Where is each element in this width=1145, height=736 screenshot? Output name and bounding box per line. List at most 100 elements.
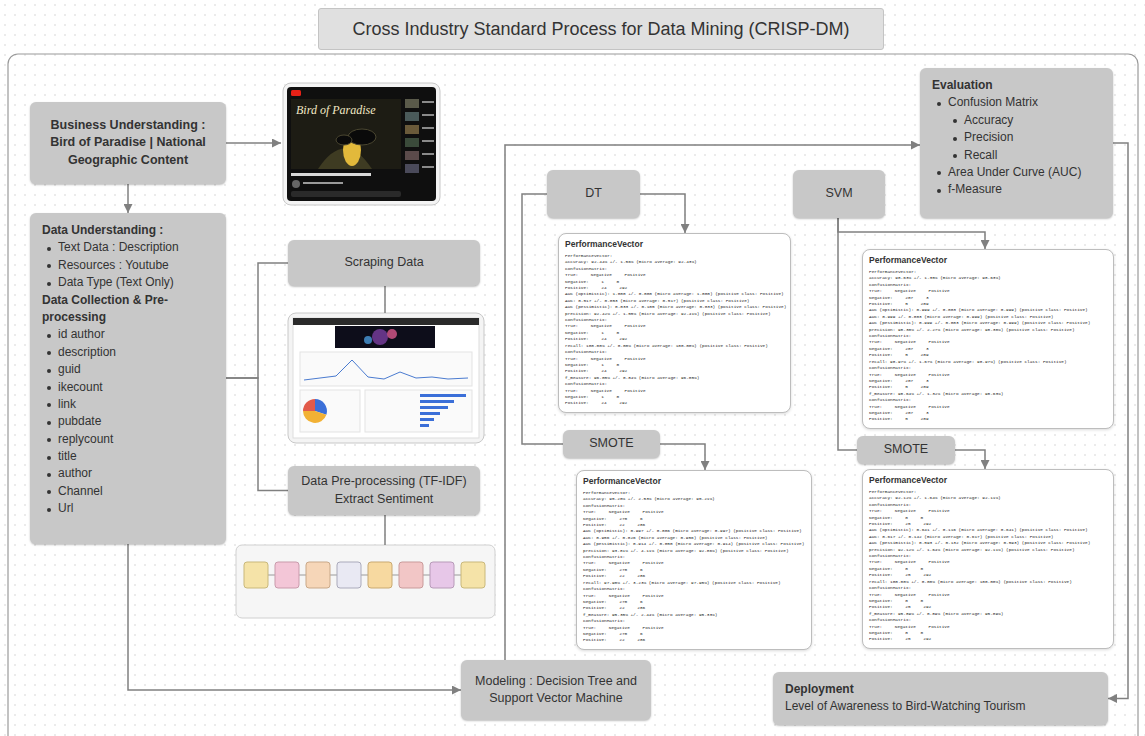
box-label: Business Understanding : [51, 117, 206, 135]
bullet-item: id author [42, 326, 214, 343]
result-line: True: Negative Positive [583, 625, 805, 631]
bullet-item: Channel [42, 483, 214, 500]
thumb-text-line [422, 101, 434, 103]
thumb-text-line [422, 140, 434, 142]
result-line: precision: 93.81% +/- 4.11% (micro avera… [583, 548, 805, 554]
dashboard-nav [293, 318, 479, 325]
box-label: DT [585, 185, 602, 203]
result-line: ConfusionMatrix: [565, 349, 784, 355]
result-line: True: Negative Positive [583, 509, 805, 515]
phase-list-box: Data Understanding :Text Data : Descript… [30, 213, 226, 544]
result-line: f_measure: 98.64% +/- 1.32% (micro avera… [869, 391, 1107, 397]
bullet-item: Confusion Matrix [932, 94, 1101, 111]
result-line: Negative: 207 3 [869, 378, 1107, 384]
phase-box: Modeling : Decision Tree and Support Vec… [461, 660, 651, 720]
screenshot-frame [288, 313, 484, 443]
thumbnail [405, 164, 419, 173]
result-line: AUC (optimistic): 1.000 +/- 0.000 (micro… [565, 291, 784, 297]
operator [430, 562, 454, 588]
chart-panel [365, 390, 472, 432]
result-line: ConfusionMatrix: [869, 553, 1107, 559]
result-line: ConfusionMatrix: [583, 554, 805, 560]
result-line: Negative: 1 0 [565, 330, 784, 336]
result-line: True: Negative Positive [869, 592, 1107, 598]
result-line: Positive: 25 292 [869, 572, 1107, 578]
result-line: AUC (pessimistic): 0.593 +/- 0.132 (micr… [869, 540, 1107, 546]
description-bar [291, 191, 401, 197]
screenshot-title: Bird of Paradise [296, 103, 376, 118]
result-line: True: Negative Positive [583, 593, 805, 599]
bird-cape [348, 129, 376, 145]
box-label: Data Pre-processing (TF-IDF) Extract Sen… [298, 473, 470, 508]
bullet-item: Accuracy [932, 112, 1101, 129]
bullet-item: title [42, 448, 214, 465]
result-line: Positive: 5 209 [869, 301, 1107, 307]
result-line: precision: 98.30% +/- 2.27% (micro avera… [869, 327, 1107, 333]
result-line: Positive: 24 292 [565, 368, 784, 374]
leader-arrow [226, 142, 281, 144]
result-line: accuracy: 95.20% +/- 2.53% (micro averag… [583, 496, 805, 502]
result-line: Negative: 270 6 [583, 599, 805, 605]
operator [337, 562, 361, 588]
video-logo [291, 90, 301, 96]
bullet-item: description [42, 344, 214, 361]
result-line: Positive: 22 286 [583, 573, 805, 579]
result-line: Negative: 270 6 [583, 631, 805, 637]
result-line: f_measure: 96.05% +/- 0.84% (micro avera… [565, 375, 784, 381]
flow-connector [660, 444, 705, 470]
flow-connector [838, 218, 857, 450]
box-label: Level of Awareness to Bird-Watching Tour… [785, 698, 1096, 715]
method-box: SMOTE [857, 436, 955, 464]
result-line: True: Negative Positive [869, 624, 1107, 630]
bullet-item: guid [42, 361, 214, 378]
bar [420, 394, 466, 397]
result-panel: PerformanceVectorPerformanceVector:accur… [862, 469, 1114, 649]
thumbnail [405, 151, 419, 160]
result-line: Negative: 270 6 [583, 516, 805, 522]
result-line: Negative: 0 0 [869, 630, 1107, 636]
result-line: Negative: 1 0 [565, 394, 784, 400]
bullet-item: ikecount [42, 379, 214, 396]
result-line: ConfusionMatrix: [869, 397, 1107, 403]
result-line: Negative: 0 0 [869, 566, 1107, 572]
result-line: AUC (pessimistic): 0.914 +/- 0.050 (micr… [583, 541, 805, 547]
chart-panel [300, 352, 472, 386]
flow-connector [640, 194, 685, 233]
screenshot-screen [287, 87, 436, 201]
bar [420, 406, 448, 409]
result-line: f_measure: 95.35% +/- 2.44% (micro avera… [583, 612, 805, 618]
result-line: Negative: 0 0 [869, 515, 1107, 521]
leader-line [384, 286, 386, 313]
result-line: PerformanceVector: [565, 253, 784, 259]
result-line: True: Negative Positive [565, 323, 784, 329]
result-line: f_measure: 95.89% +/- 0.89% (micro avera… [869, 611, 1107, 617]
result-line: accuracy: 92.12% +/- 1.64% (micro averag… [869, 495, 1107, 501]
result-line: Negative: 207 3 [869, 410, 1107, 416]
operator [275, 562, 299, 588]
result-line: ConfusionMatrix: [583, 503, 805, 509]
panel-heading: PerformanceVector [869, 255, 1107, 266]
dashboard-page [293, 318, 479, 438]
bullet-item: Precision [932, 129, 1101, 146]
bullet-item: f-Measure [932, 181, 1101, 198]
result-line: ConfusionMatrix: [869, 333, 1107, 339]
result-line: ConfusionMatrix: [583, 618, 805, 624]
result-line: Negative: 0 0 [869, 598, 1107, 604]
flow-connector [505, 145, 920, 660]
box-label: SVM [825, 185, 852, 203]
thumb-text-line [422, 114, 434, 116]
result-line: AUC: 0.999 +/- 0.003 (micro average: 0.9… [869, 314, 1107, 320]
result-line: PerformanceVector: [583, 490, 805, 496]
result-line: precision: 92.42% +/- 1.55% (micro avera… [565, 311, 784, 317]
box-label: Deployment [785, 681, 1096, 698]
result-line: True: Negative Positive [869, 404, 1107, 410]
result-line: ConfusionMatrix: [869, 282, 1107, 288]
dashboard-banner [335, 326, 435, 348]
result-line: recall: 100.00% +/- 0.00% (micro average… [869, 579, 1107, 585]
method-box: SMOTE [563, 430, 660, 458]
panel-heading: PerformanceVector [583, 476, 805, 487]
operator [368, 562, 392, 588]
result-line: AUC (optimistic): 0.641 +/- 0.116 (micro… [869, 527, 1107, 533]
result-line: Negative: 270 6 [583, 567, 805, 573]
